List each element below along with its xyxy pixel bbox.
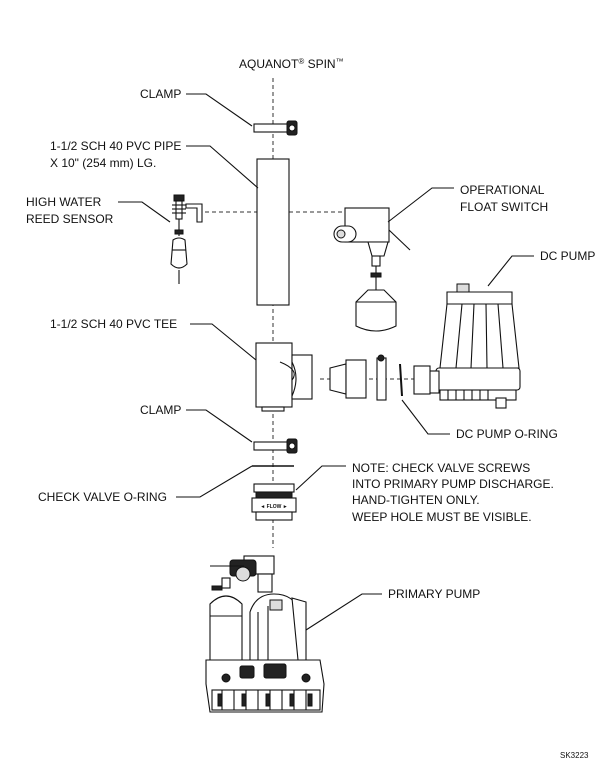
bottom-clamp	[253, 438, 298, 454]
label-check-valve-oring: CHECK VALVE O-RING	[38, 490, 167, 504]
label-pvc-pipe-line2: X 10" (254 mm) LG.	[50, 156, 156, 170]
leader-clamp-top	[186, 93, 253, 127]
high-water-reed-sensor	[170, 194, 203, 284]
leader-note	[295, 465, 346, 491]
primary-pump	[205, 555, 325, 713]
note-line1: NOTE: CHECK VALVE SCREWS	[352, 461, 530, 475]
label-clamp-bottom: CLAMP	[140, 403, 181, 417]
label-clamp-top: CLAMP	[140, 87, 181, 101]
note-line2: INTO PRIMARY PUMP DISCHARGE.	[352, 477, 554, 491]
check-valve: ◄ FLOW ►	[251, 483, 297, 521]
leader-dc-pump-oring	[401, 399, 450, 435]
note-line3: HAND-TIGHTEN ONLY.	[352, 493, 480, 507]
label-primary-pump: PRIMARY PUMP	[388, 587, 480, 601]
label-pvc-tee: 1-1/2 SCH 40 PVC TEE	[50, 317, 177, 331]
pvc-tee	[255, 342, 313, 412]
label-operational-line1: OPERATIONAL	[460, 183, 545, 197]
diagram-title: AQUANOT® SPIN™	[239, 57, 344, 71]
check-valve-marking: ◄ FLOW ►	[260, 504, 287, 510]
label-high-water-line1: HIGH WATER	[26, 195, 102, 209]
label-high-water-line2: REED SENSOR	[26, 212, 114, 226]
dc-pump-fittings	[329, 354, 431, 401]
leader-operational	[387, 187, 454, 223]
leader-pvc-pipe	[186, 145, 259, 189]
drawing-number: SK3223	[560, 751, 589, 760]
label-dc-pump-oring: DC PUMP O-RING	[456, 427, 558, 441]
leader-check-valve-oring	[176, 465, 253, 498]
leader-high-water	[118, 201, 171, 223]
leader-clamp-bottom	[186, 409, 253, 443]
label-operational-line2: FLOAT SWITCH	[460, 200, 548, 214]
note-line4: WEEP HOLE MUST BE VISIBLE.	[352, 510, 532, 524]
top-clamp	[253, 120, 298, 136]
leader-primary-pump	[305, 593, 382, 631]
label-dc-pump: DC PUMP	[540, 249, 595, 263]
leader-pvc-tee	[190, 323, 257, 361]
dc-pump	[428, 283, 521, 409]
leader-dc-pump	[487, 255, 534, 287]
pvc-pipe	[256, 158, 290, 306]
label-pvc-pipe-line1: 1-1/2 SCH 40 PVC PIPE	[50, 139, 181, 153]
operational-float-switch	[333, 207, 411, 332]
